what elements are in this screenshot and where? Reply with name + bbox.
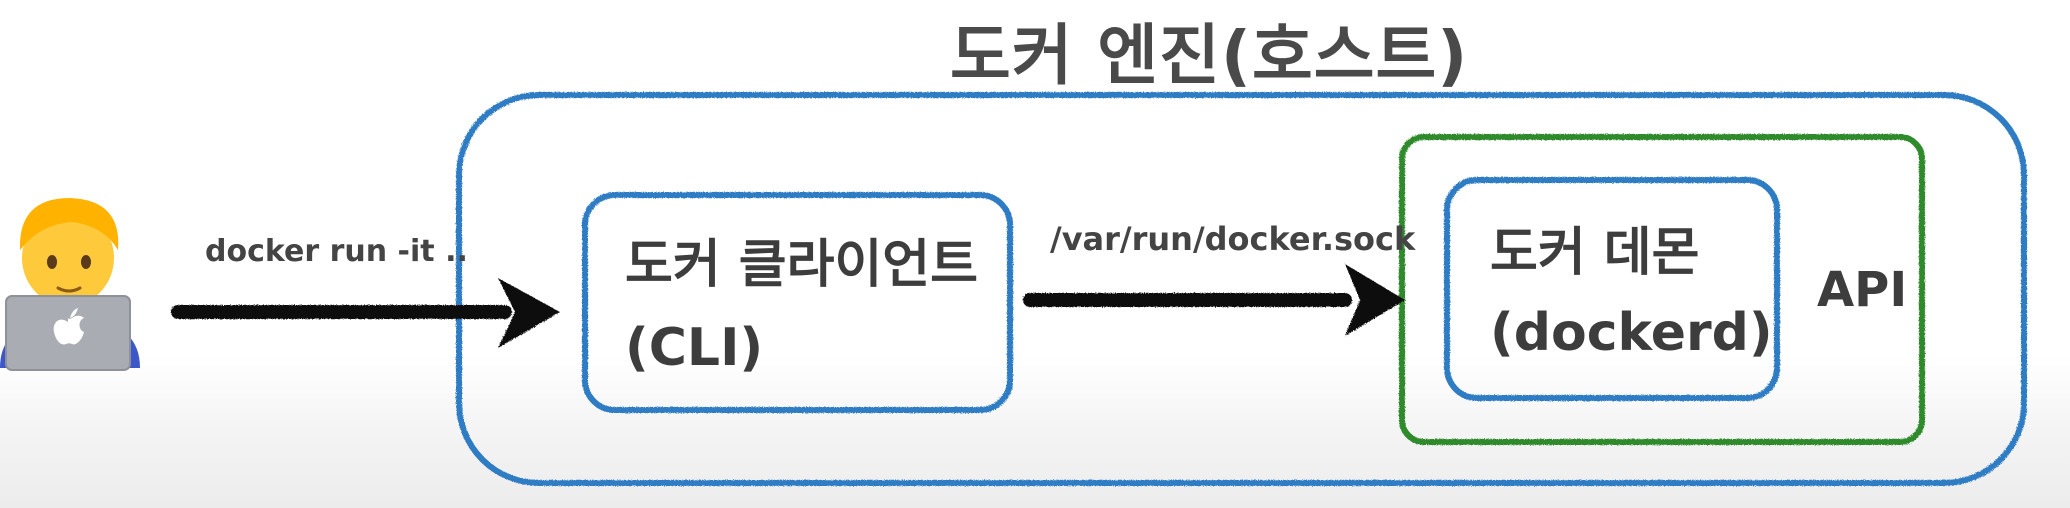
api-box (1399, 134, 1925, 445)
client-box (582, 192, 1013, 413)
daemon-subtitle: (dockerd) (1490, 303, 1773, 363)
socket-arrow (1023, 264, 1405, 336)
client-subtitle: (CLI) (625, 318, 764, 378)
command-label: docker run -it .. (205, 234, 468, 269)
api-label: API (1817, 262, 1908, 318)
socket-path-label: /var/run/docker.sock (1050, 220, 1416, 258)
diagram-title: 도커 엔진(호스트) (950, 17, 1469, 94)
daemon-box (1444, 177, 1780, 401)
daemon-title: 도커 데몬 (1490, 223, 1700, 283)
command-arrow (171, 278, 560, 348)
host-engine-box (456, 92, 2027, 486)
developer-with-laptop-icon (0, 198, 140, 371)
client-title: 도커 클라이언트 (625, 235, 978, 295)
